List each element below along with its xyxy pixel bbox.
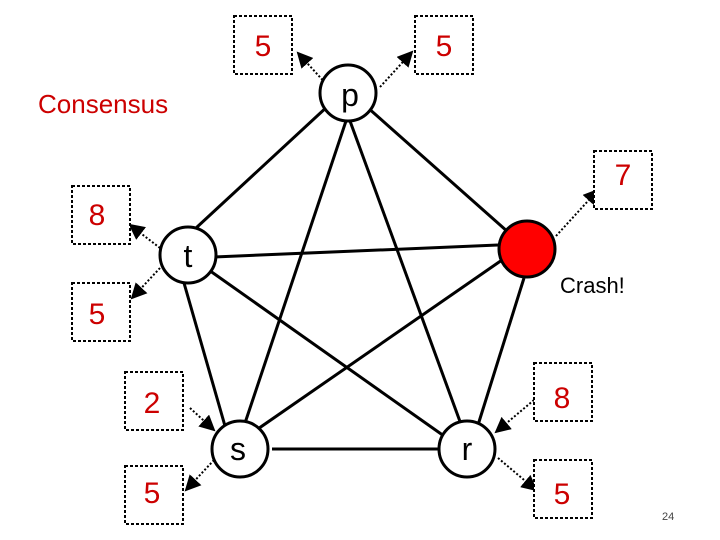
arrow-r-from-top-box — [494, 399, 535, 434]
node-s: s — [210, 419, 270, 479]
value-box-r-bottom-text: 5 — [554, 478, 571, 511]
value-box-s-bottom: 5 — [124, 465, 184, 525]
value-box-s-top: 2 — [124, 371, 184, 431]
value-box-t-bottom: 5 — [71, 282, 131, 342]
value-box-s-top-text: 2 — [144, 387, 161, 420]
arrow-s-from-top-box — [189, 407, 216, 432]
value-box-p-right: 5 — [414, 15, 474, 75]
edge-p-s — [242, 120, 348, 427]
page-number: 24 — [662, 511, 674, 523]
edge-crashed-s — [251, 258, 503, 435]
value-box-crashed: 7 — [593, 150, 653, 210]
arrow-t-to-bottom-box — [130, 267, 161, 300]
edge-t-crashed — [213, 243, 499, 259]
value-box-t-top: 8 — [71, 185, 131, 245]
value-box-p-left: 5 — [233, 15, 293, 75]
node-p: p — [318, 63, 378, 123]
value-box-t-top-text: 8 — [89, 199, 106, 232]
node-t: t — [158, 225, 218, 285]
value-box-r-top-text: 8 — [554, 382, 571, 415]
crash-label: Crash! — [560, 273, 625, 298]
arrow-r-to-bottom-box — [497, 457, 538, 492]
node-r-label: r — [462, 431, 473, 467]
value-box-r-top: 8 — [533, 362, 593, 422]
node-s-label: s — [230, 431, 246, 467]
value-box-p-right-text: 5 — [436, 30, 453, 63]
edge-p-crashed — [366, 105, 509, 234]
value-box-r-bottom: 5 — [533, 459, 593, 519]
arrow-crashed-to-box — [555, 188, 600, 237]
edges — [180, 103, 526, 451]
node-crashed — [497, 219, 557, 279]
edge-t-r — [205, 266, 445, 438]
value-box-p-left-text: 5 — [255, 30, 272, 63]
node-r: r — [437, 419, 497, 479]
arrow-t-to-top-box — [128, 223, 161, 249]
edge-p-r — [348, 120, 464, 428]
edge-t-s — [180, 275, 227, 427]
arrow-p-to-left-box — [296, 51, 329, 87]
arrow-p-to-right-box — [379, 50, 414, 88]
arrow-s-to-bottom-box — [184, 459, 215, 492]
node-p-label: p — [341, 77, 359, 113]
value-box-t-bottom-text: 5 — [89, 298, 106, 331]
node-t-label: t — [184, 238, 193, 274]
edge-p-t — [194, 103, 331, 230]
value-box-crashed-text: 7 — [615, 159, 632, 192]
edge-crashed-r — [476, 277, 526, 426]
value-box-s-bottom-text: 5 — [144, 477, 161, 510]
title: Consensus — [38, 89, 168, 119]
